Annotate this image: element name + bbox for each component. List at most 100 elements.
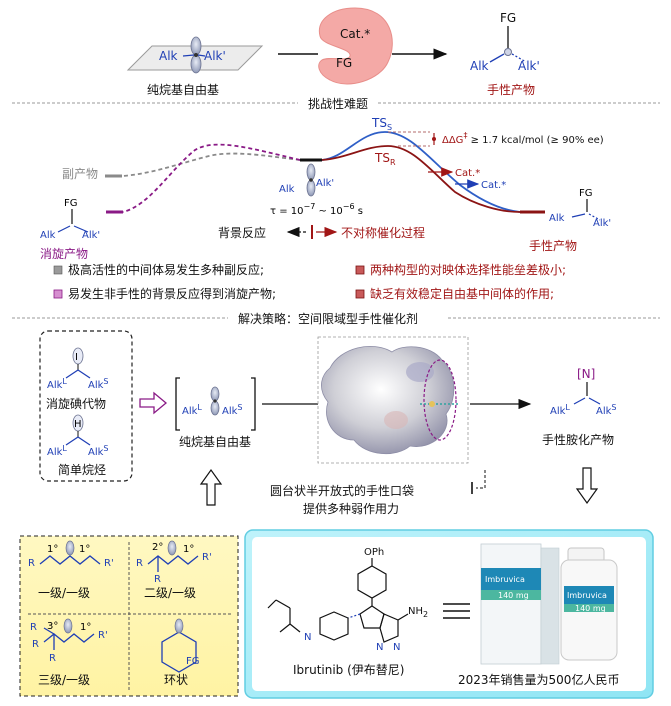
svg-text:1°: 1°	[79, 544, 90, 555]
svg-text:AlkS: AlkS	[596, 403, 617, 417]
solution-scheme: I AlkL AlkS 消旋碘代物 H AlkL AlkS 简单烷烃	[39, 330, 617, 516]
svg-text:AlkS: AlkS	[88, 444, 109, 458]
svg-text:R: R	[30, 622, 37, 633]
challenge-title: 挑战性难题	[308, 97, 368, 111]
svg-text:1°: 1°	[80, 622, 91, 633]
catalyst-icon: Cat.* FG	[318, 7, 393, 85]
svg-text:AlkL: AlkL	[182, 403, 202, 417]
bullet-2: 易发生非手性的背景反应得到消旋产物;	[68, 286, 276, 301]
racemic-product-label: 消旋产物	[40, 247, 88, 261]
amine-product-structure: [N] AlkL AlkS	[550, 367, 617, 417]
svg-text:R': R'	[202, 552, 212, 563]
drug-down-arrow-icon	[575, 467, 599, 505]
svg-text:Alk: Alk	[40, 230, 56, 241]
svg-text:OPh: OPh	[364, 547, 384, 558]
svg-text:140 mg: 140 mg	[575, 604, 606, 613]
svg-text:Alk': Alk'	[316, 178, 334, 189]
racemic-product-structure: FG Alk Alk'	[40, 198, 100, 241]
svg-text:R: R	[136, 558, 143, 569]
svg-text:N: N	[376, 642, 383, 653]
challenge-bullets: 极高活性的中间体易发生多种副反应; 易发生非手性的背景反应得到消旋产物; 两种构…	[53, 262, 566, 301]
drug-name: Ibrutinib (伊布替尼)	[293, 663, 404, 677]
svg-text:R: R	[28, 558, 35, 569]
drug-package-image: Imbruvica 140 mg Imbruvica 140 mg	[480, 543, 618, 665]
svg-text:Alk: Alk	[470, 59, 489, 73]
pocket-caption-1: 圆台状半开放式的手性口袋	[270, 483, 414, 498]
svg-text:R: R	[49, 653, 56, 664]
drug-panel: OPh NH2 N N N Ibrutinib (伊布替尼)	[244, 529, 654, 699]
radical-alk-right: Alk'	[204, 49, 226, 63]
bullet-1: 极高活性的中间体易发生多种副反应;	[68, 262, 264, 277]
svg-text:AlkL: AlkL	[47, 377, 67, 391]
conversion-arrow-icon	[139, 391, 168, 415]
svg-text:Imbruvica: Imbruvica	[567, 591, 607, 600]
bullet-4: 缺乏有效稳定自由基中间体的作用;	[370, 286, 554, 301]
bracket-radical-structure: AlkL AlkS	[182, 386, 243, 417]
scope-cyclic: FG 环状	[161, 618, 200, 687]
scope-label-2: 二级/一级	[144, 586, 196, 600]
scope-label-4: 环状	[164, 673, 188, 687]
lifetime-label: τ = 10−7 ~ 10−6 s	[270, 202, 363, 217]
pocket-caption-2: 提供多种弱作用力	[303, 501, 399, 516]
svg-text:FG: FG	[64, 198, 78, 209]
svg-text:H: H	[74, 419, 82, 430]
scope-label-3: 三级/一级	[38, 673, 90, 687]
scope-label-1: 一级/一级	[38, 586, 90, 600]
scope-secondary-primary: R R R' 2° 1° 二级/一级	[136, 540, 212, 600]
svg-text:AlkL: AlkL	[550, 403, 570, 417]
svg-text:FG: FG	[500, 11, 516, 25]
scope-up-arrow-icon	[199, 468, 223, 506]
svg-text:Alk: Alk	[549, 213, 565, 224]
svg-text:AlkL: AlkL	[47, 444, 67, 458]
radical-alk-left: Alk	[159, 49, 178, 63]
scope-tertiary-primary: R R R R' 3° 1° 三级/一级	[30, 618, 108, 687]
svg-text:140 mg: 140 mg	[498, 591, 529, 600]
intermediate-radical: Alk Alk'	[279, 163, 334, 197]
catalyst-fg-label: FG	[336, 56, 352, 70]
side-product-label: 副产物	[62, 167, 98, 181]
ddg-label: ΔΔG‡ ≥ 1.7 kcal/mol (≥ 90% ee)	[442, 131, 604, 146]
simple-alkane-structure: H AlkL AlkS	[47, 414, 109, 458]
svg-text:Alk': Alk'	[593, 218, 611, 229]
energy-profile: TSS TSR ΔΔG‡ ≥ 1.7 kcal/mol (≥ 90% ee) C…	[40, 116, 611, 261]
svg-text:1°: 1°	[183, 544, 194, 555]
right-product-caption: 手性产物	[487, 83, 535, 97]
drug-sales: 2023年销售量为500亿人民币	[458, 672, 619, 687]
ts-s-label: TSS	[371, 116, 392, 132]
cat-red-label: Cat.*	[455, 168, 480, 179]
svg-text:R: R	[154, 574, 161, 585]
svg-text:1°: 1°	[47, 544, 58, 555]
svg-text:N: N	[304, 632, 311, 643]
svg-text:FG: FG	[579, 188, 593, 199]
catalyst-pocket-model	[321, 345, 458, 455]
simple-alkane-label: 简单烷烃	[58, 463, 106, 477]
racemic-iodide-structure: I AlkL AlkS	[47, 347, 109, 391]
radical-orbital-icon	[190, 36, 202, 74]
substrate-scope-panel: R R' 1° 1° 一级/一级 R R R' 2° 1° 二级/一级 R R …	[19, 535, 239, 697]
ts-r-label: TSR	[374, 151, 396, 167]
asymmetric-process-label: 不对称催化过程	[341, 225, 425, 240]
svg-text:2°: 2°	[152, 542, 163, 553]
precursor-box	[39, 330, 133, 482]
ts-s-curve	[321, 131, 521, 213]
background-reaction-label: 背景反应	[218, 225, 266, 240]
catalyst-label: Cat.*	[340, 27, 370, 41]
top-chiral-product: FG Alk Alk' 手性产物	[470, 11, 540, 97]
bullet-3: 两种构型的对映体选择性能垒差极小;	[370, 262, 566, 277]
solution-title: 解决策略：空间限域型手性催化剂	[238, 311, 418, 326]
svg-text:R': R'	[98, 630, 108, 641]
svg-text:AlkS: AlkS	[222, 403, 243, 417]
svg-text:Alk: Alk	[279, 184, 295, 195]
svg-text:Alk': Alk'	[518, 59, 540, 73]
svg-text:N: N	[393, 642, 400, 653]
chiral-product-structure: FG Alk Alk'	[549, 188, 611, 229]
svg-text:3°: 3°	[47, 621, 58, 632]
ibrutinib-structure: OPh NH2 N N N	[267, 547, 428, 653]
svg-text:[N]: [N]	[577, 367, 595, 381]
catalyst-pocket-frame	[317, 336, 469, 464]
racemic-iodide-label: 消旋碘代物	[46, 397, 106, 411]
chiral-product-label: 手性产物	[529, 239, 577, 253]
svg-text:Imbruvica: Imbruvica	[485, 575, 525, 584]
svg-text:R: R	[32, 639, 39, 650]
